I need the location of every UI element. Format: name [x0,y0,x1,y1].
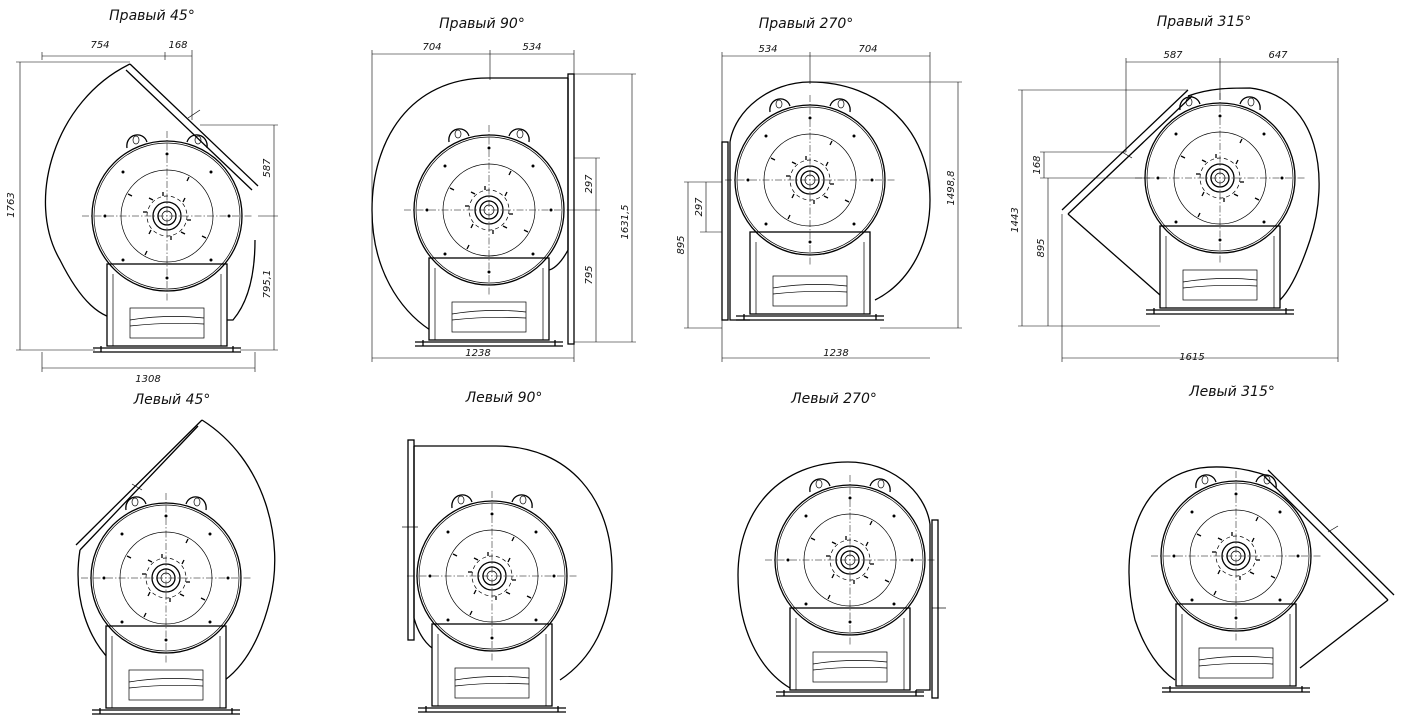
dim-label: 1238 [823,348,848,359]
dim-label: 1498,8 [946,171,957,206]
view-left-90: Левый 90° [402,390,613,713]
dim-label: 1443 [1010,207,1021,232]
dim-label: 1631,5 [620,205,631,240]
dim-label: 704 [858,44,877,55]
view-right-90: Правый 90° 704 534 297 795 1631,5 1238 [371,16,636,362]
dim-label: 1308 [135,374,160,385]
dim-label: 754 [90,40,109,51]
dim-label: 297 [584,174,595,194]
dim-label: 587 [1163,50,1183,61]
dim-label: 795 [584,265,595,284]
dim-label: 1238 [465,348,490,359]
view-title: Правый 270° [759,16,854,32]
view-title: Правый 45° [109,8,195,24]
view-left-270: Левый 270° [737,391,946,699]
dim-label: 534 [522,42,541,53]
dim-label: 168 [168,40,187,51]
view-right-45: Правый 45° 754 168 1763 587 795,1 1308 [6,8,278,385]
view-title: Левый 45° [133,392,211,408]
view-left-45: Левый 45° [75,392,276,715]
dim-label: 297 [694,197,705,217]
view-title: Правый 315° [1157,14,1252,30]
dim-label: 647 [1268,50,1288,61]
view-title: Левый 90° [465,390,543,406]
dim-label: 895 [1036,238,1047,257]
dim-label: 795,1 [262,270,273,299]
dim-label: 587 [262,158,273,178]
dim-label: 1763 [6,192,17,217]
dim-label: 1615 [1179,352,1204,363]
dim-label: 895 [676,235,687,254]
view-left-315: Левый 315° [1128,384,1395,693]
view-right-315: Правый 315° 587 647 1443 168 895 1615 [1010,14,1339,363]
dim-label: 168 [1032,155,1043,174]
view-title: Правый 90° [439,16,525,32]
dim-label: 704 [422,42,441,53]
view-right-270: Правый 270° 534 704 1498,8 297 895 1238 [676,16,962,362]
view-title: Левый 315° [1188,384,1275,400]
view-title: Левый 270° [790,391,877,407]
dim-label: 534 [758,44,777,55]
